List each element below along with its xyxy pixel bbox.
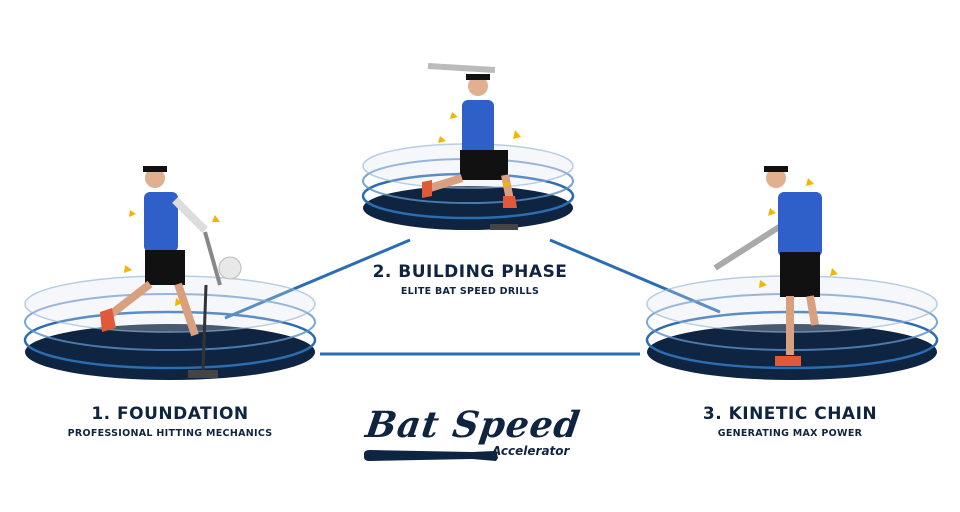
player-3-image [713, 166, 822, 366]
player-2-image [422, 63, 518, 230]
logo-main-text: Bat Speed [363, 404, 584, 446]
stage-2-subtitle: ELITE BAT SPEED DRILLS [400, 286, 540, 297]
bat-speed-accelerator-logo: Bat Speed Accelerator [362, 404, 602, 470]
platform-1 [23, 275, 317, 380]
connector-lines [224, 238, 721, 356]
connector-1-2 [224, 238, 411, 320]
stage-3-label: 3. KINETIC CHAIN GENERATING MAX POWER [665, 404, 915, 439]
stage-3-subtitle: GENERATING MAX POWER [717, 428, 863, 439]
stage-2-title: 2. BUILDING PHASE [372, 262, 568, 282]
stage-1-title: 1. FOUNDATION [91, 404, 249, 424]
connector-2-3 [549, 238, 721, 314]
logo-sub-text: Accelerator [492, 444, 570, 458]
bat-icon [364, 449, 498, 461]
stage-3-title: 3. KINETIC CHAIN [702, 404, 878, 424]
stage-1-label: 1. FOUNDATION PROFESSIONAL HITTING MECHA… [40, 404, 300, 439]
motion-accent-marks [124, 112, 838, 306]
stage-2-label: 2. BUILDING PHASE ELITE BAT SPEED DRILLS [350, 262, 590, 297]
stage-1-subtitle: PROFESSIONAL HITTING MECHANICS [67, 428, 273, 439]
player-1-image [100, 166, 242, 378]
